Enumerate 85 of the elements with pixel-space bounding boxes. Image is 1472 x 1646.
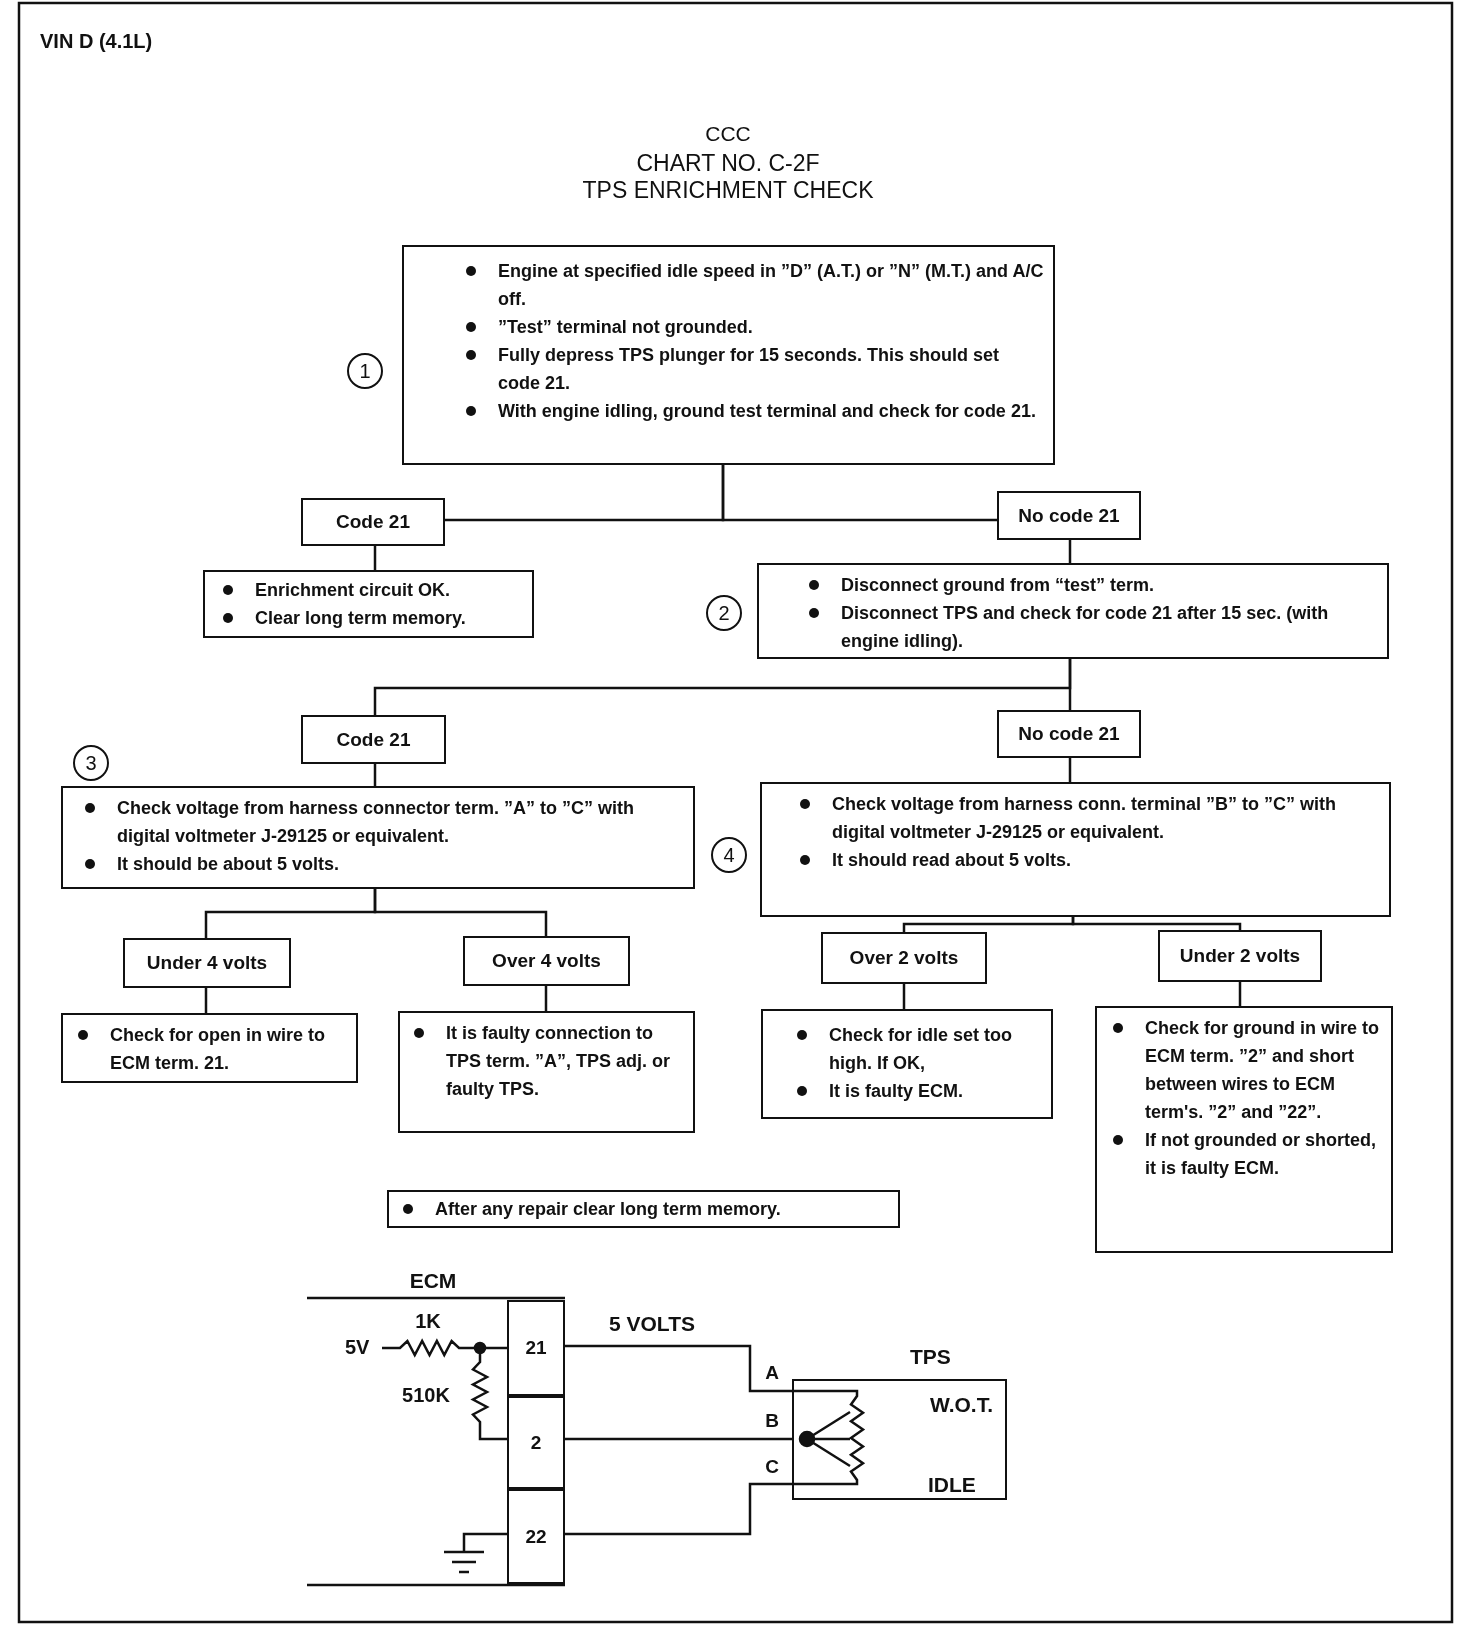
chart-heading: CCC bbox=[705, 122, 751, 146]
connector-line bbox=[1071, 917, 1242, 930]
terminal-number: 2 bbox=[530, 1431, 542, 1454]
instruction-text: Disconnect ground from “test” term. bbox=[809, 571, 1379, 599]
pin-label: A bbox=[765, 1362, 779, 1384]
result-label: Over 2 volts bbox=[849, 947, 959, 969]
instruction-box bbox=[61, 786, 695, 889]
connector-line bbox=[373, 764, 377, 786]
instruction-text: Clear long term memory. bbox=[223, 604, 524, 632]
result-box bbox=[997, 710, 1141, 758]
instruction-text: ”Test” terminal not grounded. bbox=[466, 313, 1045, 341]
result-box bbox=[997, 491, 1141, 540]
callout-number: 3 bbox=[73, 745, 109, 781]
result-label: Under 2 volts bbox=[1179, 945, 1301, 967]
terminal-number: 22 bbox=[525, 1525, 547, 1548]
connector-line bbox=[204, 988, 208, 1013]
terminal-box bbox=[507, 1300, 565, 1396]
callout-number: 1 bbox=[347, 353, 383, 389]
wire bbox=[565, 1344, 792, 1393]
callout-number: 2 bbox=[706, 595, 742, 631]
terminal-box bbox=[507, 1396, 565, 1489]
resistor-value: 1K bbox=[415, 1310, 441, 1333]
instruction-text: Enrichment circuit OK. bbox=[223, 576, 524, 604]
instruction-text: Fully depress TPS plunger for 15 seconds. This should set code 21. bbox=[466, 341, 1045, 397]
instruction-box bbox=[387, 1190, 900, 1228]
terminal-box bbox=[507, 1489, 565, 1584]
instruction-text: After any repair clear long term memory. bbox=[403, 1195, 890, 1223]
connector-line bbox=[373, 546, 377, 570]
chart-title: TPS ENRICHMENT CHECK bbox=[582, 177, 874, 204]
terminal-number: 21 bbox=[525, 1337, 547, 1359]
voltage-label: 5 VOLTS bbox=[609, 1312, 695, 1336]
instruction-box bbox=[203, 570, 534, 638]
instruction-text: It should read about 5 volts. bbox=[800, 846, 1381, 874]
instruction-box bbox=[1095, 1006, 1393, 1253]
result-box bbox=[463, 936, 630, 986]
result-box bbox=[1158, 930, 1322, 982]
wire bbox=[565, 1437, 792, 1441]
module-label: ECM bbox=[409, 1269, 457, 1293]
result-label: Over 4 volts bbox=[492, 950, 601, 972]
connector-line bbox=[1068, 540, 1072, 563]
heading-text: VIN D (4.1L) bbox=[40, 30, 153, 53]
instruction-text: Check voltage from harness connector term. ”A” to ”C” with digital voltmeter J-29125 or equivalent. bbox=[85, 794, 685, 850]
position-label: W.O.T. bbox=[930, 1393, 993, 1417]
instruction-box bbox=[402, 245, 1055, 465]
connector-line bbox=[1238, 982, 1242, 1006]
instruction-text: Check for idle set too high. If OK, bbox=[797, 1021, 1043, 1077]
pin-label: B bbox=[765, 1410, 779, 1432]
instruction-text: It is faulty ECM. bbox=[797, 1077, 1043, 1105]
instruction-text: It should be about 5 volts. bbox=[85, 850, 685, 878]
result-box bbox=[821, 932, 987, 984]
result-label: No code 21 bbox=[1018, 723, 1120, 745]
result-label: Under 4 volts bbox=[146, 952, 268, 974]
instruction-box bbox=[757, 563, 1389, 659]
instruction-box bbox=[398, 1011, 695, 1133]
connector-line bbox=[544, 986, 548, 1011]
position-label: IDLE bbox=[928, 1473, 976, 1497]
result-label: Code 21 bbox=[336, 728, 411, 751]
instruction-box bbox=[761, 1009, 1053, 1119]
connector-line bbox=[373, 889, 548, 936]
connector-line bbox=[1068, 758, 1072, 782]
instruction-box bbox=[61, 1013, 358, 1083]
pin-label: C bbox=[765, 1456, 779, 1478]
wire bbox=[565, 1482, 792, 1536]
connector-line bbox=[721, 465, 997, 522]
result-box bbox=[123, 938, 291, 988]
connector-line bbox=[1068, 659, 1072, 710]
instruction-text: Engine at specified idle speed in ”D” (A.T.) or ”N” (M.T.) and A/C off. bbox=[466, 257, 1045, 313]
resistor-value: 510K bbox=[402, 1384, 450, 1407]
sensor-name: TPS bbox=[910, 1345, 951, 1369]
instruction-text: Check for open in wire to ECM term. 21. bbox=[78, 1021, 348, 1077]
instruction-text: Disconnect TPS and check for code 21 after 15 sec. (with engine idling). bbox=[809, 599, 1379, 655]
result-label: No code 21 bbox=[1018, 504, 1120, 527]
instruction-box bbox=[760, 782, 1391, 917]
instruction-text: With engine idling, ground test terminal and check for code 21. bbox=[466, 397, 1045, 425]
chart-heading: CHART NO. C-2F bbox=[636, 150, 820, 177]
result-label: Code 21 bbox=[336, 511, 410, 533]
instruction-text: It is faulty connection to TPS term. ”A”, TPS adj. or faulty TPS. bbox=[414, 1019, 685, 1103]
result-box bbox=[301, 498, 445, 546]
voltage-label: 5V bbox=[345, 1336, 370, 1359]
instruction-text: Check voltage from harness conn. terminal ”B” to ”C” with digital voltmeter J-29125 or equivalent. bbox=[800, 790, 1381, 846]
instruction-text: Check for ground in wire to ECM term. ”2” and short between wires to ECM term's. ”2” and ”22”. bbox=[1113, 1014, 1383, 1126]
result-box bbox=[301, 715, 446, 764]
callout-number: 4 bbox=[711, 837, 747, 873]
instruction-text: If not grounded or shorted, it is faulty ECM. bbox=[1113, 1126, 1383, 1182]
connector-line bbox=[902, 984, 906, 1009]
